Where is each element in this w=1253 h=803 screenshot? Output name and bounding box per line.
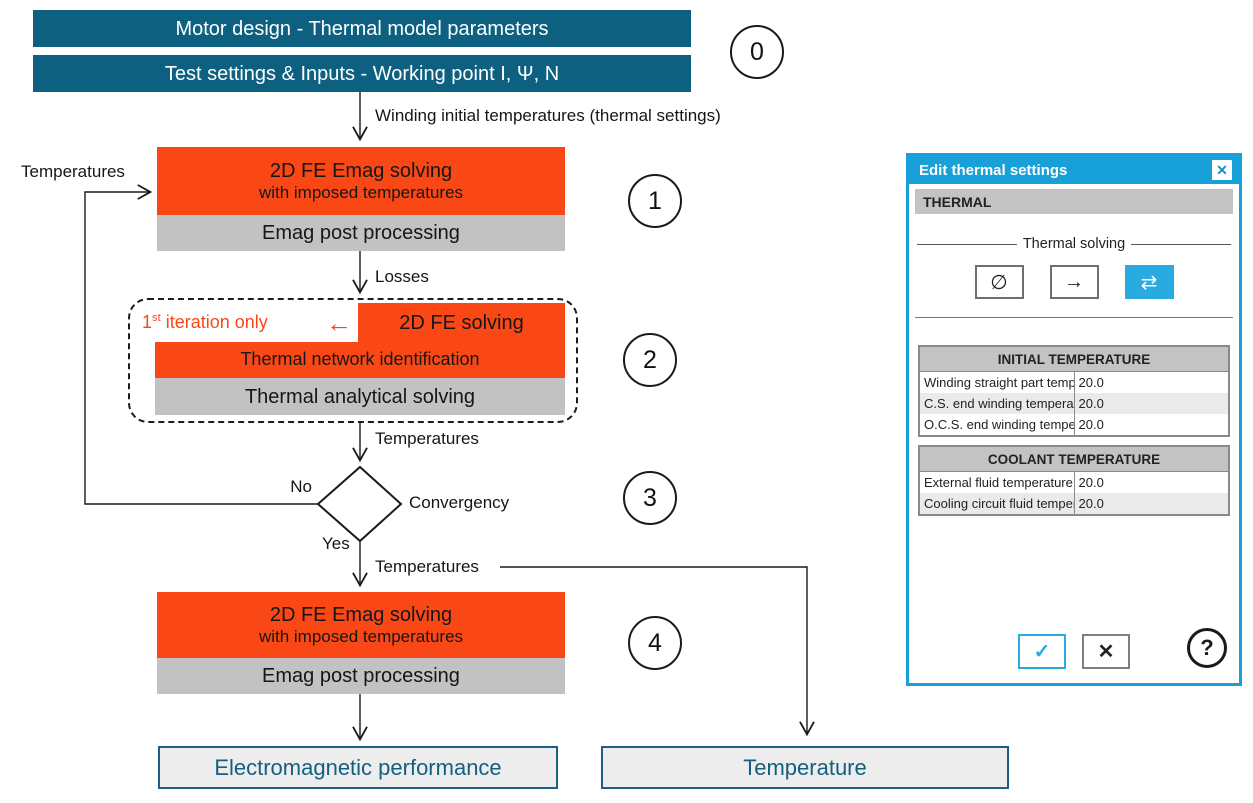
- step1-title: 2D FE Emag solving: [269, 159, 453, 182]
- header-box-test-settings: Test settings & Inputs - Working point I…: [33, 55, 691, 92]
- step1-post-label: Emag post processing: [262, 222, 460, 244]
- label-winding-initial-temperatures: Winding initial temperatures (thermal se…: [375, 106, 721, 125]
- step-circle-1: 1: [628, 174, 682, 228]
- output-emag-label: Electromagnetic performance: [214, 754, 502, 780]
- left-arrow-icon: ←: [326, 307, 352, 338]
- step1-subtitle: with imposed temperatures: [258, 182, 464, 202]
- no-thermal-solving-button[interactable]: ∅: [974, 265, 1024, 299]
- step4-post-processing-box: Emag post processing: [157, 658, 565, 694]
- label-yes: Yes: [322, 534, 350, 553]
- step4-title: 2D FE Emag solving: [269, 603, 453, 626]
- step-0-number: 0: [750, 37, 764, 66]
- row-value-field[interactable]: 20.0: [1078, 496, 1104, 511]
- thermal-section-label: THERMAL: [923, 193, 992, 210]
- output-temperature-label: Temperature: [743, 754, 867, 780]
- label-temperatures-after-step2: Temperatures: [375, 429, 479, 448]
- help-button[interactable]: ?: [1187, 628, 1227, 668]
- step4-emag-solving-box: 2D FE Emag solving with imposed temperat…: [157, 592, 565, 658]
- label-convergency: Convergency: [409, 493, 510, 512]
- iteration-ordinal-suffix: st: [152, 312, 161, 324]
- coolant-temperature-table: COOLANT TEMPERATURE External fluid tempe…: [918, 445, 1230, 516]
- step-2-number: 2: [643, 345, 657, 374]
- label-temperatures-after-decision: Temperatures: [375, 557, 479, 576]
- step-1-number: 1: [648, 186, 662, 215]
- thermal-section-header: THERMAL: [915, 189, 1233, 214]
- header-box-motor-design: Motor design - Thermal model parameters: [33, 10, 691, 47]
- initial-temperature-header: INITIAL TEMPERATURE: [919, 346, 1229, 372]
- initial-temperature-table: INITIAL TEMPERATURE Winding straight par…: [918, 345, 1230, 437]
- row-label: O.C.S. end winding temperature (°C): [919, 414, 1075, 436]
- dialog-titlebar[interactable]: Edit thermal settings ✕: [909, 156, 1239, 184]
- step2-fe-solving-label: 2D FE solving: [399, 311, 524, 334]
- table-row: Cooling circuit fluid temperature (°C) 2…: [919, 493, 1229, 515]
- step2-dashed-container: [128, 298, 578, 423]
- first-iteration-only-label: 1st iteration only: [142, 312, 268, 333]
- one-way-arrow-icon: →: [1064, 270, 1084, 293]
- dialog-separator: [915, 317, 1233, 318]
- header-box-motor-design-label: Motor design - Thermal model parameters: [175, 17, 549, 40]
- row-label: Cooling circuit fluid temperature (°C): [919, 493, 1075, 515]
- table-row: Winding straight part temperature (°C) 2…: [919, 371, 1229, 393]
- step4-subtitle: with imposed temperatures: [258, 626, 464, 646]
- row-value-field[interactable]: 20.0: [1078, 417, 1104, 432]
- step4-post-label: Emag post processing: [262, 665, 460, 687]
- dialog-title: Edit thermal settings: [919, 161, 1068, 179]
- step2-analytical-solving-box: Thermal analytical solving: [155, 378, 565, 415]
- group-line-left: [917, 243, 1017, 245]
- dialog-footer: ✓ ✕ ?: [909, 628, 1239, 669]
- close-icon[interactable]: ✕: [1212, 160, 1232, 180]
- row-value-field[interactable]: 20.0: [1078, 375, 1104, 390]
- table-row: O.C.S. end winding temperature (°C) 20.0: [919, 414, 1229, 436]
- table-row: External fluid temperature (°C) 20.0: [919, 471, 1229, 493]
- label-losses: Losses: [375, 267, 429, 286]
- label-no: No: [290, 477, 312, 496]
- step2-first-iteration-row: 1st iteration only ←: [142, 303, 358, 342]
- coolant-temperature-header: COOLANT TEMPERATURE: [919, 446, 1229, 472]
- step1-post-processing-box: Emag post processing: [157, 215, 565, 251]
- step2-network-identification-box: Thermal network identification: [155, 342, 565, 378]
- cancel-button[interactable]: ✕: [1082, 633, 1130, 669]
- row-label: External fluid temperature (°C): [919, 471, 1075, 493]
- thermal-solving-group: Thermal solving: [917, 236, 1231, 252]
- decision-diamond: [316, 465, 403, 543]
- group-line-right: [1131, 243, 1231, 245]
- step2-network-label: Thermal network identification: [240, 349, 480, 370]
- edit-thermal-settings-dialog: Edit thermal settings ✕ THERMAL Thermal …: [906, 153, 1242, 686]
- step2-analytical-label: Thermal analytical solving: [244, 385, 476, 408]
- step-circle-4: 4: [628, 616, 682, 670]
- iteration-number: 1: [142, 312, 153, 332]
- no-solving-icon: ∅: [990, 271, 1008, 294]
- step-circle-2: 2: [623, 333, 677, 387]
- row-value-field[interactable]: 20.0: [1078, 475, 1104, 490]
- iterative-solving-button[interactable]: ⇄: [1124, 265, 1174, 299]
- header-box-test-settings-label: Test settings & Inputs - Working point I…: [164, 62, 560, 85]
- iteration-only-text: iteration only: [160, 312, 268, 332]
- question-mark-icon: ?: [1200, 635, 1214, 660]
- table-row: C.S. end winding temperature (°C) 20.0: [919, 393, 1229, 414]
- step-4-number: 4: [648, 628, 662, 657]
- check-icon: ✓: [1033, 640, 1051, 663]
- output-temperature-box: Temperature: [601, 746, 1009, 789]
- step-3-number: 3: [643, 483, 657, 512]
- row-label: Winding straight part temperature (°C): [919, 371, 1075, 393]
- cancel-x-icon: ✕: [1097, 640, 1115, 663]
- step1-emag-solving-box: 2D FE Emag solving with imposed temperat…: [157, 147, 565, 215]
- thermal-solving-options: ∅ → ⇄: [909, 265, 1239, 299]
- two-way-arrows-icon: ⇄: [1140, 271, 1158, 294]
- step-circle-3: 3: [623, 471, 677, 525]
- output-electromagnetic-performance-box: Electromagnetic performance: [158, 746, 558, 789]
- row-label: C.S. end winding temperature (°C): [919, 393, 1075, 414]
- thermal-solving-label: Thermal solving: [1022, 236, 1126, 252]
- one-way-solving-button[interactable]: →: [1049, 265, 1099, 299]
- row-value-field[interactable]: 20.0: [1078, 396, 1104, 411]
- label-temperatures-feedback: Temperatures: [21, 162, 125, 181]
- ok-button[interactable]: ✓: [1018, 633, 1066, 669]
- step2-fe-solving-box: 2D FE solving: [358, 303, 565, 342]
- step-circle-0: 0: [730, 25, 784, 79]
